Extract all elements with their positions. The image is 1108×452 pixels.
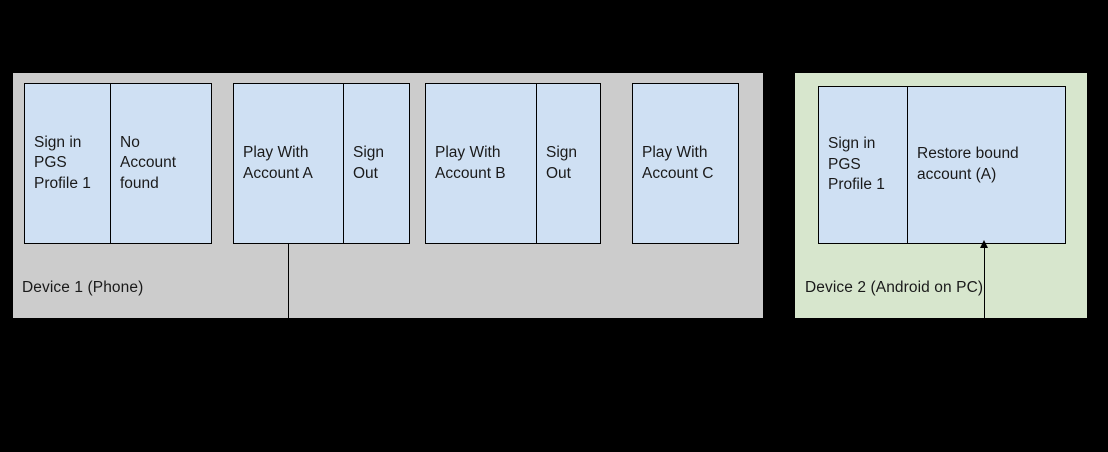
node-line: Out [546, 164, 571, 182]
node-line: Account B [435, 164, 506, 182]
node-sign-out-a[interactable]: Sign Out [343, 84, 409, 243]
node-line: Restore bound [917, 145, 1019, 163]
node-sign-in-pgs-profile-1[interactable]: Sign in PGS Profile 1 [25, 84, 110, 243]
node-line: No [120, 133, 140, 151]
node-line: Play With [642, 143, 708, 161]
node-line: Profile 1 [34, 174, 91, 192]
node-play-with-account-b[interactable]: Play With Account B [426, 84, 536, 243]
node-restore-bound-account[interactable]: Restore bound account (A) [907, 87, 1065, 243]
node-line: account (A) [917, 166, 997, 183]
node-line: Sign [546, 143, 578, 161]
node-group-5[interactable]: Sign in PGS Profile 1 Restore bound acco… [818, 86, 1066, 244]
node-sign-out-b[interactable]: Sign Out [536, 84, 600, 243]
node-line: PGS [828, 155, 861, 173]
node-line: Out [353, 164, 378, 182]
node-group-2[interactable]: Play With Account A Sign Out [233, 83, 410, 244]
node-group-3[interactable]: Play With Account B Sign Out [425, 83, 601, 244]
node-line: Profile 1 [828, 176, 885, 194]
node-line: Sign [353, 143, 385, 161]
node-line: Play With [243, 143, 309, 161]
connector-from-account-a [288, 244, 290, 318]
node-line: Sign in [828, 135, 876, 153]
node-line: PGS [34, 154, 67, 172]
node-play-with-account-c[interactable]: Play With Account C [633, 84, 738, 243]
node-line: Sign in [34, 133, 82, 151]
node-group-1[interactable]: Sign in PGS Profile 1 No Account found [24, 83, 212, 244]
device-1-label: Device 1 (Phone) [22, 279, 144, 296]
node-sign-in-pgs-profile-1-device-2[interactable]: Sign in PGS Profile 1 [819, 87, 907, 243]
device-2-label: Device 2 (Android on PC) [805, 279, 984, 296]
connector-to-restore-bound-account [984, 246, 986, 318]
node-no-account-found[interactable]: No Account found [110, 84, 211, 243]
node-group-4[interactable]: Play With Account C [632, 83, 739, 244]
node-line: found [120, 174, 159, 192]
node-line: Account [120, 154, 177, 172]
node-line: Play With [435, 143, 501, 161]
node-play-with-account-a[interactable]: Play With Account A [234, 84, 343, 243]
node-line: Account A [243, 164, 313, 182]
node-line: Account C [642, 164, 714, 182]
arrowhead-icon [980, 240, 988, 248]
